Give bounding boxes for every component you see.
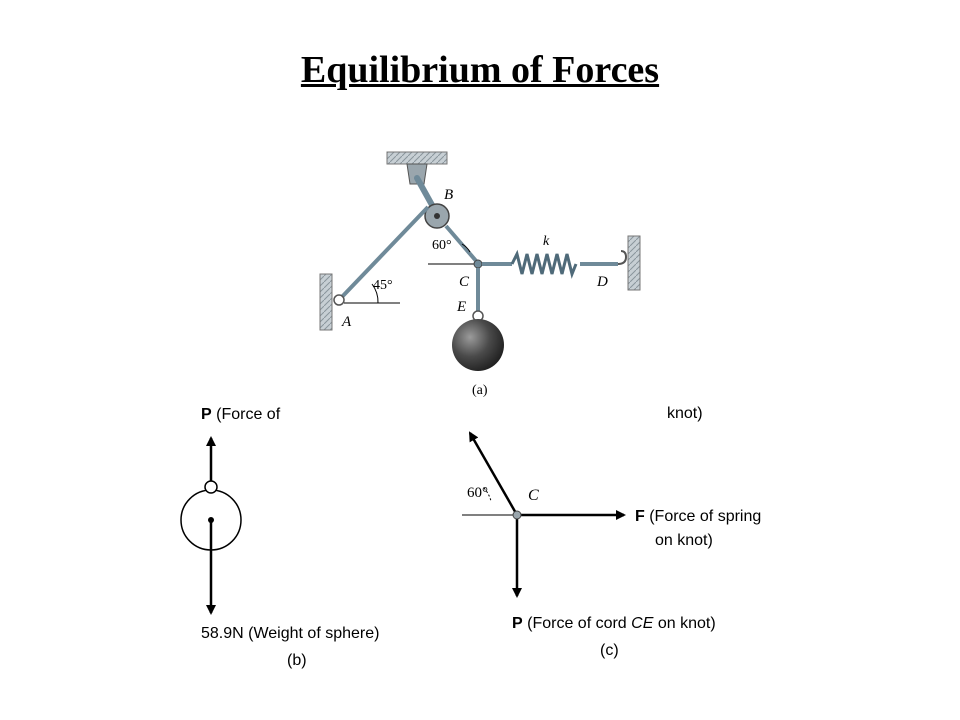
force-bc-arrow-c bbox=[468, 431, 519, 516]
force-f-label-line2: on knot) bbox=[655, 532, 713, 549]
label-angle-60-a: 60° bbox=[432, 238, 452, 253]
knot-c-fbd bbox=[512, 510, 522, 520]
knot-c bbox=[473, 259, 483, 269]
cord-ab bbox=[337, 205, 430, 302]
figure-b: P (Force of 58.9N (Weight of sphere) (b) bbox=[180, 406, 379, 669]
caption-a: (a) bbox=[472, 383, 488, 398]
slide-title: Equilibrium of Forces bbox=[300, 49, 660, 91]
label-angle-60-c: 60° bbox=[467, 485, 488, 501]
ceiling-support bbox=[386, 151, 448, 165]
sphere bbox=[452, 319, 504, 371]
force-f-label: F (Force of spring bbox=[635, 508, 761, 525]
label-angle-45: 45° bbox=[373, 278, 393, 293]
label-b: B bbox=[444, 187, 453, 203]
caption-b: (b) bbox=[287, 652, 307, 669]
figure-c: knot) 60° C F (Force of spring on knot) … bbox=[462, 405, 761, 659]
clipped-knot-text: knot) bbox=[667, 405, 703, 422]
cord-bc bbox=[444, 224, 479, 264]
label-e: E bbox=[456, 299, 466, 315]
label-c: C bbox=[459, 274, 470, 290]
label-k: k bbox=[543, 234, 550, 249]
label-a: A bbox=[341, 314, 352, 330]
wall-a bbox=[319, 273, 333, 331]
pulley-bracket bbox=[406, 163, 428, 185]
force-p-label-c: P (Force of cord CE on knot) bbox=[512, 615, 716, 632]
spring-k bbox=[510, 249, 578, 279]
weight-label: 58.9N (Weight of sphere) bbox=[201, 625, 379, 642]
caption-c: (c) bbox=[600, 642, 619, 659]
figure-a: B k 60° C D E 45° A (a) bbox=[319, 151, 641, 398]
label-c-c: C bbox=[528, 487, 539, 504]
force-p-label-b: P (Force of bbox=[201, 406, 281, 423]
wall-d bbox=[627, 235, 641, 291]
label-d: D bbox=[596, 274, 608, 290]
